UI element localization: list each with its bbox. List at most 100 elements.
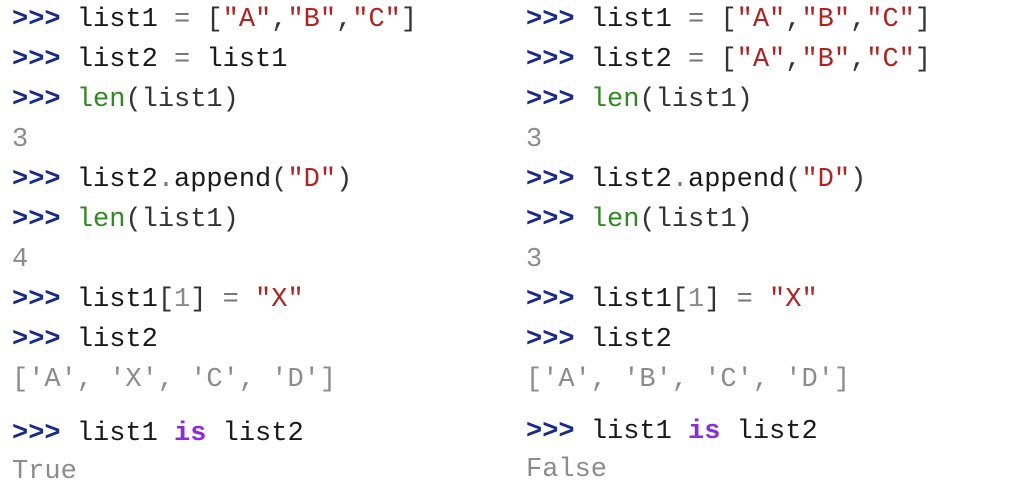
output-line: 3 <box>526 125 543 155</box>
output-line: ['A', 'B', 'C', 'D'] <box>526 365 851 395</box>
string-literal: "B" <box>287 5 337 35</box>
prompt: >>> <box>12 45 61 75</box>
bracket: ] <box>190 285 207 315</box>
string-literal: "B" <box>801 5 851 35</box>
string-literal: "X" <box>769 285 818 315</box>
prompt: >>> <box>12 85 61 115</box>
output-line: True <box>12 457 77 487</box>
code-line-2: >>> list2 = list1 <box>12 44 287 76</box>
identifier: list1 <box>590 417 672 447</box>
comma: , <box>785 5 802 35</box>
paren: ( <box>271 165 288 195</box>
bracket: [ <box>671 285 689 315</box>
string-literal: "C" <box>352 5 401 35</box>
comma: , <box>336 5 353 35</box>
code-line-4: >>> list2.append("D") <box>526 164 866 196</box>
builtin-function: len <box>590 205 640 235</box>
code-line-8: >>> list1 is list2 <box>12 418 304 450</box>
output-line: 3 <box>12 125 29 155</box>
identifier: list1 <box>76 5 158 35</box>
prompt: >>> <box>12 419 61 449</box>
prompt: >>> <box>12 5 61 35</box>
identifier: list2 <box>76 165 158 195</box>
operator: = <box>688 45 705 75</box>
prompt: >>> <box>526 5 575 35</box>
output-line: False <box>526 455 608 485</box>
code-line-8: >>> list1 is list2 <box>526 416 818 448</box>
comma: , <box>785 45 802 75</box>
keyword-is: is <box>688 417 721 447</box>
dot: . <box>157 165 175 195</box>
prompt: >>> <box>526 85 575 115</box>
keyword-is: is <box>174 419 207 449</box>
code-line-1: >>> list1 = ["A","B","C"] <box>12 4 417 36</box>
identifier: list1 <box>206 45 288 75</box>
prompt: >>> <box>526 205 575 235</box>
bracket: [ <box>157 285 175 315</box>
operator: = <box>174 5 191 35</box>
comma: , <box>850 5 867 35</box>
operator: = <box>688 5 705 35</box>
operator: = <box>222 285 239 315</box>
index-number: 1 <box>688 285 705 315</box>
bracket: ] <box>914 5 932 35</box>
builtin-function: len <box>590 85 640 115</box>
bracket: [ <box>206 5 223 35</box>
code-line-1: >>> list1 = ["A","B","C"] <box>526 4 931 36</box>
code-line-4: >>> list2.append("D") <box>12 164 352 196</box>
method-name: append <box>174 165 272 195</box>
code-line-6: >>> list1[1] = "X" <box>12 284 304 316</box>
identifier: list2 <box>590 45 672 75</box>
bracket: ] <box>400 5 418 35</box>
code-line-7: >>> list2 <box>12 324 158 356</box>
bracket: ] <box>914 45 932 75</box>
operator: = <box>736 285 753 315</box>
call-args: (list1) <box>125 85 239 115</box>
code-line-6: >>> list1[1] = "X" <box>526 284 818 316</box>
output-line: 4 <box>12 245 29 275</box>
code-line-5: >>> len(list1) <box>526 204 753 236</box>
index-number: 1 <box>174 285 191 315</box>
bracket: [ <box>720 45 737 75</box>
code-line-3: >>> len(list1) <box>12 84 239 116</box>
builtin-function: len <box>76 205 126 235</box>
call-args: (list1) <box>639 205 753 235</box>
prompt: >>> <box>12 205 61 235</box>
identifier: list1 <box>76 285 158 315</box>
code-line-7: >>> list2 <box>526 324 672 356</box>
identifier: list1 <box>76 419 158 449</box>
call-args: (list1) <box>639 85 753 115</box>
string-literal: "D" <box>287 165 337 195</box>
identifier: list1 <box>590 5 672 35</box>
prompt: >>> <box>12 325 61 355</box>
string-literal: "D" <box>801 165 851 195</box>
operator: = <box>174 45 191 75</box>
comma: , <box>850 45 867 75</box>
code-line-3: >>> len(list1) <box>526 84 753 116</box>
prompt: >>> <box>526 285 575 315</box>
dot: . <box>671 165 689 195</box>
output-line: 3 <box>526 245 543 275</box>
comma: , <box>271 5 288 35</box>
identifier: list2 <box>590 165 672 195</box>
prompt: >>> <box>12 285 61 315</box>
identifier: list2 <box>590 325 672 355</box>
identifier: list2 <box>76 45 158 75</box>
string-literal: "C" <box>866 5 915 35</box>
paren: ) <box>336 165 353 195</box>
paren: ( <box>785 165 802 195</box>
method-name: append <box>688 165 786 195</box>
identifier: list2 <box>736 417 818 447</box>
call-args: (list1) <box>125 205 239 235</box>
string-literal: "B" <box>801 45 851 75</box>
prompt: >>> <box>12 165 61 195</box>
prompt: >>> <box>526 45 575 75</box>
string-literal: "C" <box>866 45 915 75</box>
code-line-2: >>> list2 = ["A","B","C"] <box>526 44 931 76</box>
string-literal: "A" <box>222 5 272 35</box>
string-literal: "A" <box>736 45 786 75</box>
string-literal: "X" <box>255 285 304 315</box>
bracket: [ <box>720 5 737 35</box>
output-line: ['A', 'X', 'C', 'D'] <box>12 365 337 395</box>
identifier: list2 <box>222 419 304 449</box>
